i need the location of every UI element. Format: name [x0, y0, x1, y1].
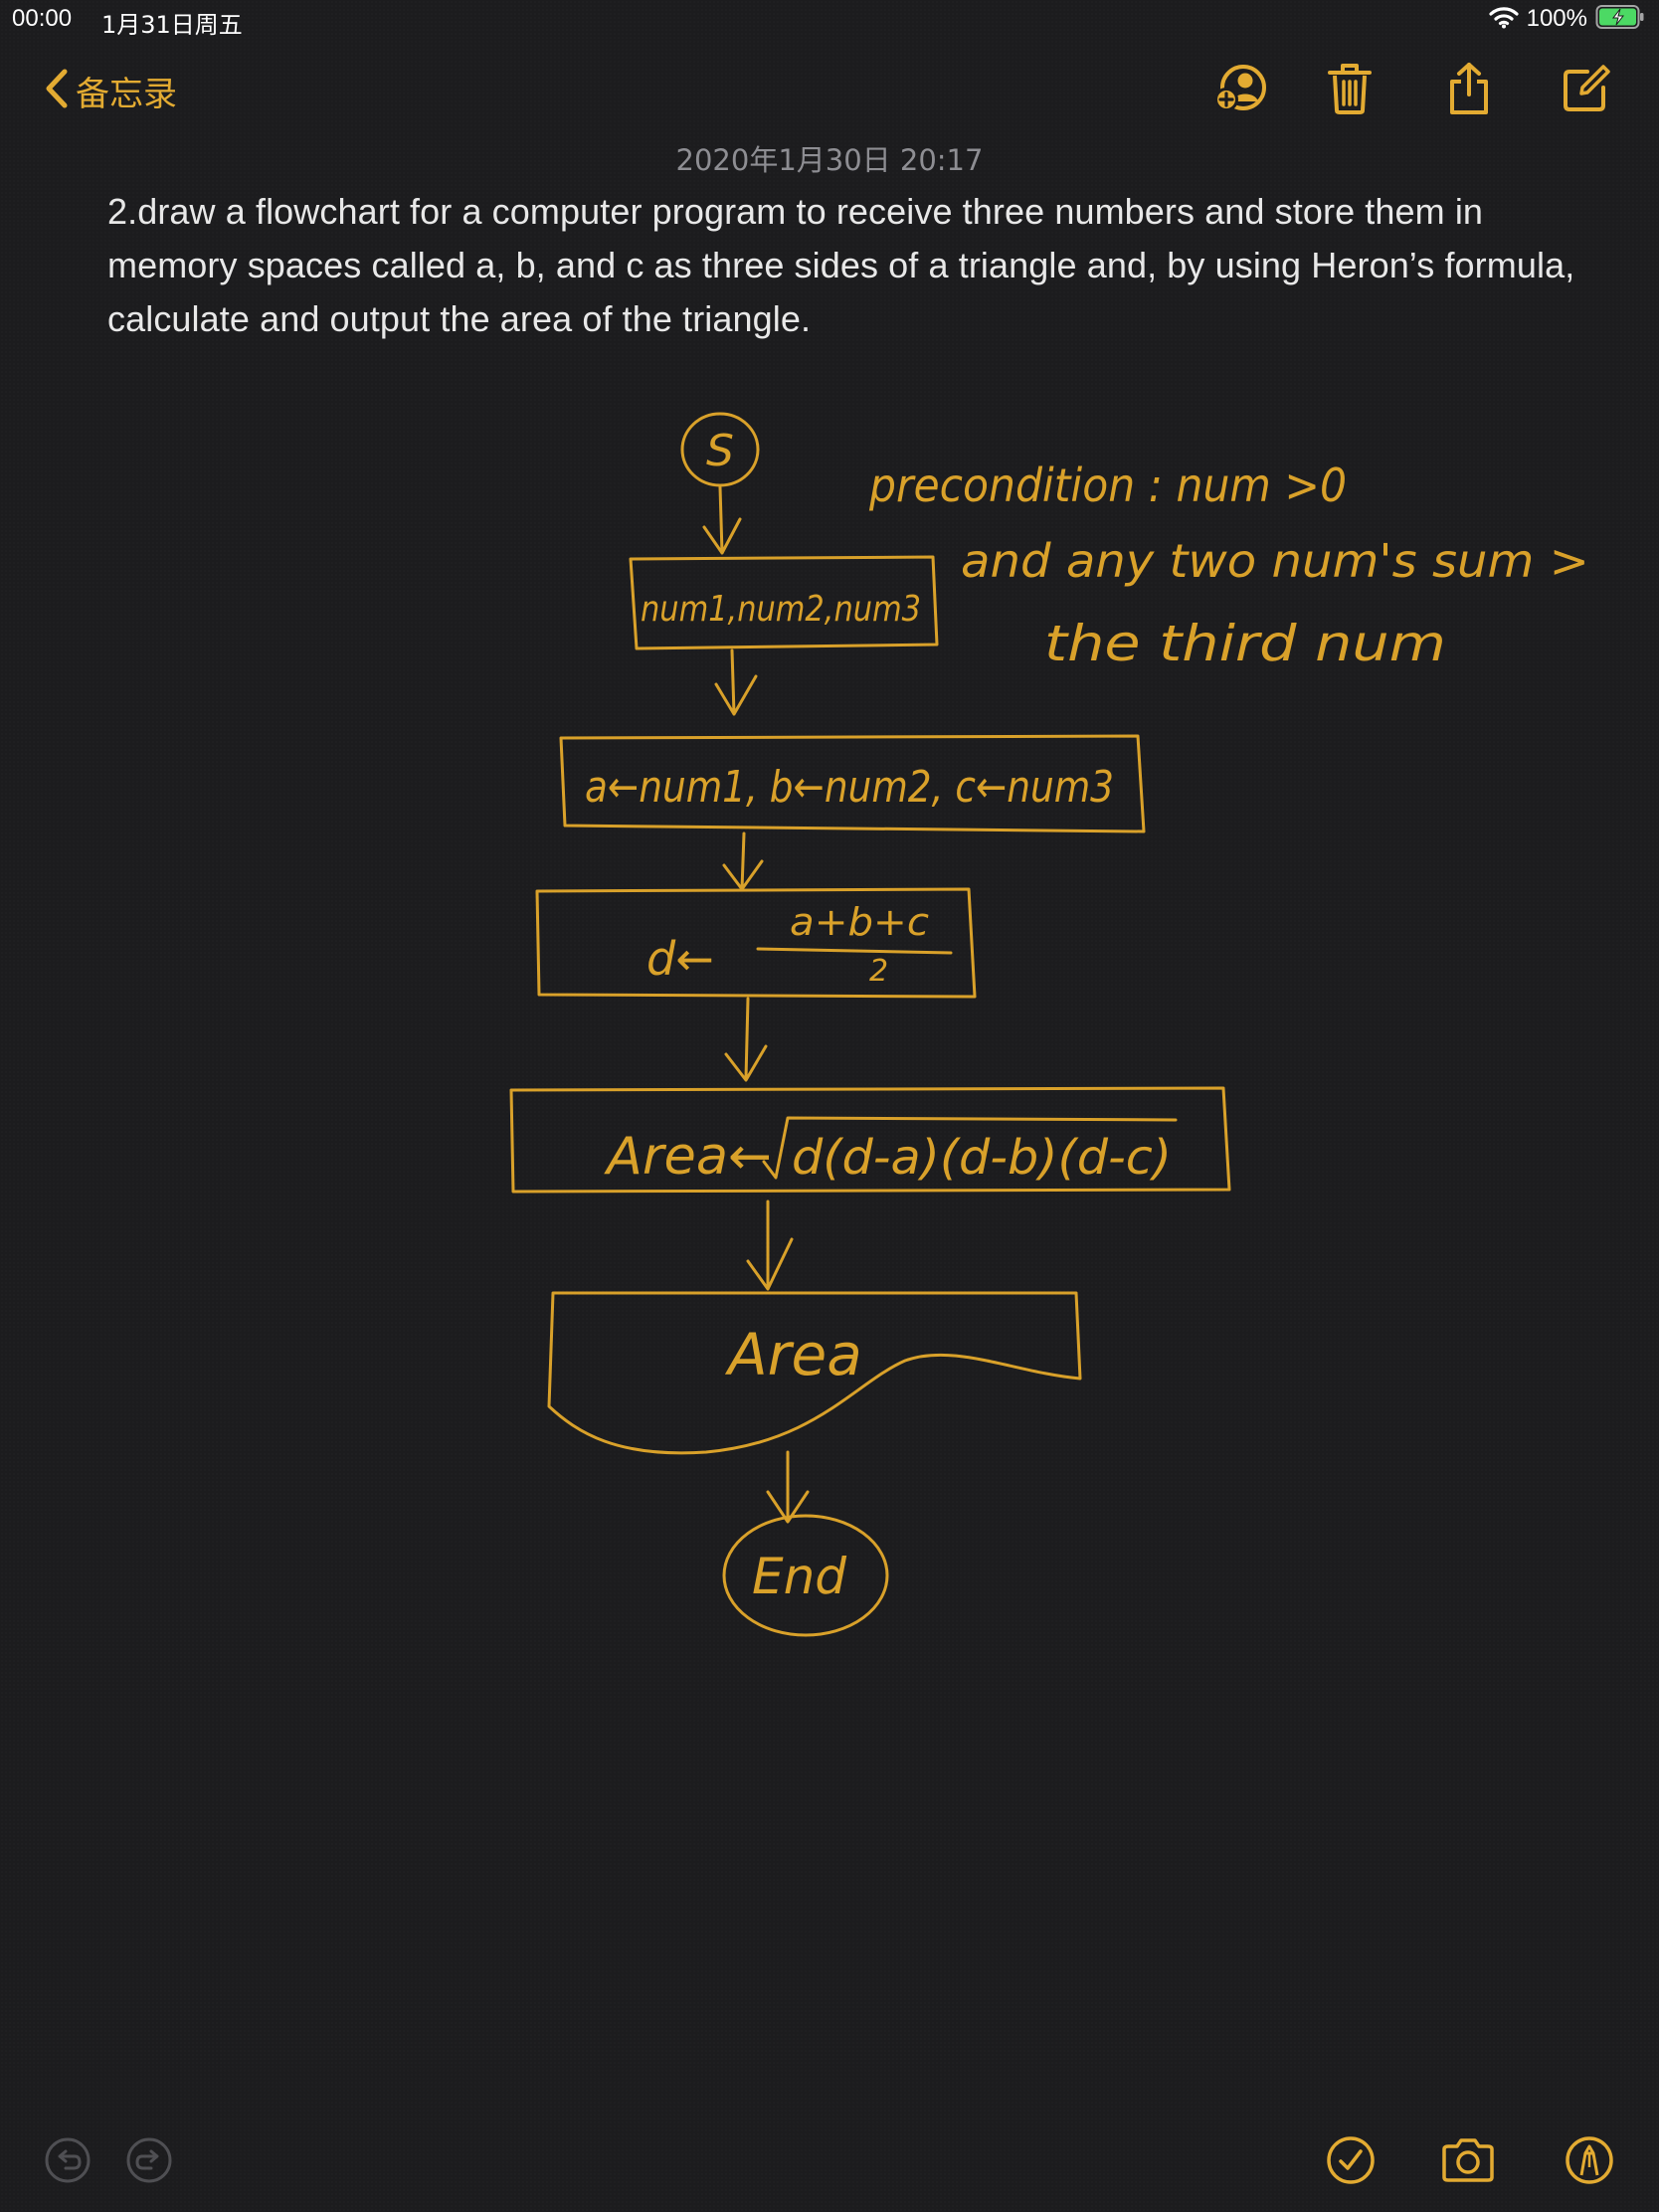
- arrow-6: [766, 1450, 810, 1524]
- precondition-line-2: and any two num's sum >: [961, 534, 1589, 588]
- status-time: 00:00: [12, 5, 73, 32]
- area-lhs-label: Area←: [604, 1127, 772, 1187]
- precondition-line-3: the third num: [1044, 615, 1446, 672]
- end-label: End: [752, 1548, 846, 1605]
- d-label: d←: [646, 932, 714, 986]
- status-indicators: 100%: [1489, 4, 1645, 34]
- back-button[interactable]: 备忘录: [44, 64, 177, 117]
- arrow-1: [702, 485, 742, 555]
- assign-box: [559, 734, 1146, 833]
- note-date: 2020年1月30日 20:17: [675, 143, 984, 177]
- trash-icon: [1327, 62, 1373, 120]
- chevron-left-icon: [44, 68, 70, 114]
- start-circle: [680, 412, 760, 487]
- status-date: 1月31日周五: [101, 11, 243, 39]
- undo-icon: [44, 2136, 92, 2189]
- camera-button[interactable]: [1440, 2134, 1496, 2190]
- add-person-icon: [1213, 64, 1271, 118]
- arrow-2: [714, 648, 758, 716]
- redo-icon: [125, 2136, 173, 2189]
- area-box: [509, 1086, 1231, 1194]
- arrow-4: [724, 997, 768, 1082]
- checklist-icon: [1326, 2135, 1376, 2190]
- delete-button[interactable]: [1319, 60, 1381, 121]
- back-button-label: 备忘录: [76, 74, 177, 114]
- battery-icon: [1595, 4, 1645, 35]
- markup-button[interactable]: [1562, 2134, 1617, 2190]
- add-person-button[interactable]: [1211, 60, 1273, 121]
- redo-button[interactable]: [121, 2134, 177, 2190]
- arrow-5: [746, 1199, 794, 1291]
- d-denominator: 2: [869, 954, 888, 989]
- precondition-line-1: precondition : num >0: [868, 459, 1347, 512]
- status-bar: 00:00 1月31日周五 100%: [0, 0, 1659, 40]
- undo-button[interactable]: [40, 2134, 95, 2190]
- fraction-bar: [756, 947, 953, 955]
- battery-percent: 100%: [1526, 5, 1587, 32]
- share-icon: [1447, 62, 1491, 120]
- output-shape: [547, 1291, 1082, 1455]
- start-label: S: [706, 426, 734, 476]
- d-box: [535, 887, 977, 999]
- output-label: Area: [724, 1321, 862, 1388]
- arrow-3: [722, 831, 764, 891]
- d-numerator: a+b+c: [790, 900, 929, 944]
- sqrt-sign: [762, 1116, 1178, 1180]
- camera-icon: [1440, 2137, 1496, 2188]
- area-rhs-label: d(d-a)(d-b)(d-c): [792, 1130, 1172, 1186]
- assign-label: a←num1, b←num2, c←num3: [585, 762, 1114, 813]
- share-button[interactable]: [1438, 60, 1500, 121]
- markup-icon: [1565, 2135, 1614, 2190]
- input-label: num1,num2,num3: [641, 589, 921, 630]
- compose-button[interactable]: [1556, 60, 1617, 121]
- compose-icon: [1562, 64, 1611, 118]
- input-box: [629, 555, 939, 650]
- note-body-text[interactable]: 2.draw a flowchart for a computer progra…: [107, 191, 1575, 339]
- end-oval: [722, 1514, 889, 1637]
- checklist-button[interactable]: [1323, 2134, 1379, 2190]
- wifi-icon: [1489, 5, 1519, 34]
